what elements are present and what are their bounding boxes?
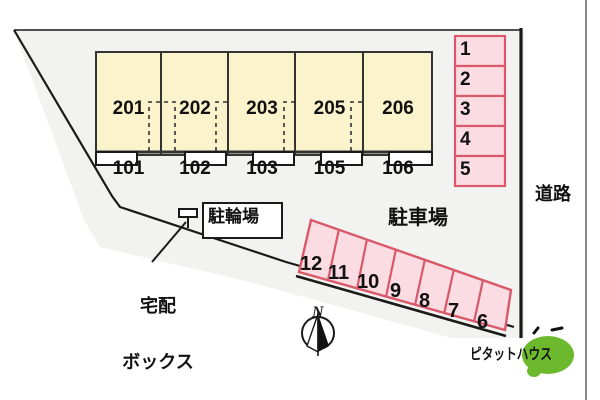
unit-label-202-102: 202 102 (162, 59, 228, 219)
unit-lower-102: 102 (179, 157, 211, 179)
parking-band (297, 218, 513, 332)
band-divider-4 (413, 258, 427, 306)
band-divider-2 (355, 238, 369, 290)
logo-group (452, 326, 574, 377)
delivery-box-label-line2: ボックス (122, 352, 194, 374)
parking-band-curb (295, 274, 507, 338)
stair-outline-1 (148, 101, 176, 151)
parking-stall-1-shape (453, 34, 507, 68)
entrance-porch-1 (95, 151, 138, 166)
delivery-box-label: 宅配 ボックス (98, 260, 218, 400)
parking-column-group (453, 34, 507, 188)
unit-lower-105: 105 (313, 157, 346, 179)
parking-stall-4-label: 4 (460, 129, 471, 150)
unit-label-206-106: 206 106 (364, 59, 432, 219)
parking-lot-label: 駐車場 (388, 205, 448, 229)
unit-lower-106: 106 (382, 157, 414, 179)
unit-lower-103: 103 (246, 157, 278, 179)
band-divider-5 (442, 268, 456, 315)
stair-outline-3 (283, 101, 295, 151)
stair-outline-4 (350, 101, 363, 151)
unit-label-203-103: 203 103 (229, 59, 295, 219)
stair-outlines (148, 101, 363, 151)
unit-label-201-101: 201 101 (96, 59, 161, 219)
north-label: N (312, 304, 324, 321)
unit-upper-206: 206 (382, 97, 414, 119)
entrance-porches (95, 151, 433, 166)
band-divider-6 (472, 279, 485, 323)
road-label: 道路 (535, 184, 571, 205)
parking-row-group (295, 218, 513, 338)
entrance-porch-3 (252, 151, 295, 166)
parking-stall-2-label: 2 (460, 69, 471, 90)
unit-upper-202: 202 (179, 97, 211, 119)
building-block (95, 51, 433, 166)
entrance-porch-5 (388, 151, 433, 166)
bicycle-parking-marker-group (178, 202, 283, 239)
parking-stall-11-label: 11 (328, 262, 350, 284)
building-outline (95, 51, 433, 156)
entrance-porch-4 (320, 151, 363, 166)
logo-spark-1 (532, 326, 540, 335)
unit-label-205-105: 205 105 (296, 59, 363, 219)
unit-lower-101: 101 (112, 157, 145, 179)
parking-stall-10-label: 10 (357, 271, 380, 293)
parking-stall-12-label: 12 (300, 253, 323, 275)
band-divider-1 (326, 228, 341, 281)
pitat-house-logo-text: ピタットハウス (470, 345, 552, 363)
band-divider-3 (384, 248, 398, 298)
parking-stall-3-label: 3 (460, 99, 471, 120)
delivery-box-leader (151, 221, 187, 263)
logo-bubble-tail (527, 365, 541, 377)
parking-stall-2-shape (453, 64, 507, 98)
unit-upper-203: 203 (246, 97, 278, 119)
compass-needle-light (318, 314, 329, 352)
parking-stall-7-label: 7 (448, 300, 460, 322)
unit-upper-205: 205 (313, 97, 346, 119)
north-compass (301, 310, 335, 356)
parking-stall-6-label: 6 (477, 311, 489, 333)
parking-stall-5-shape (453, 154, 507, 188)
entrance-porch-2 (184, 151, 227, 166)
logo-spark-2 (550, 326, 564, 332)
unit-upper-201: 201 (112, 97, 145, 119)
parking-stall-1-label: 1 (460, 39, 471, 60)
delivery-box-label-line1: 宅配 (140, 295, 176, 317)
bicycle-parking-label: 駐輪場 (208, 207, 259, 227)
parking-stall-3-shape (453, 94, 507, 128)
parking-stall-5-label: 5 (460, 159, 471, 180)
parking-band-dividers (326, 228, 485, 323)
parking-stall-9-label: 9 (390, 280, 402, 302)
delivery-box-leader-group (151, 221, 187, 263)
logo-bubble (522, 336, 574, 374)
parking-stall-8-label: 8 (419, 290, 431, 312)
stair-outline-2 (215, 101, 228, 151)
bicycle-parking-label-box (202, 202, 283, 239)
